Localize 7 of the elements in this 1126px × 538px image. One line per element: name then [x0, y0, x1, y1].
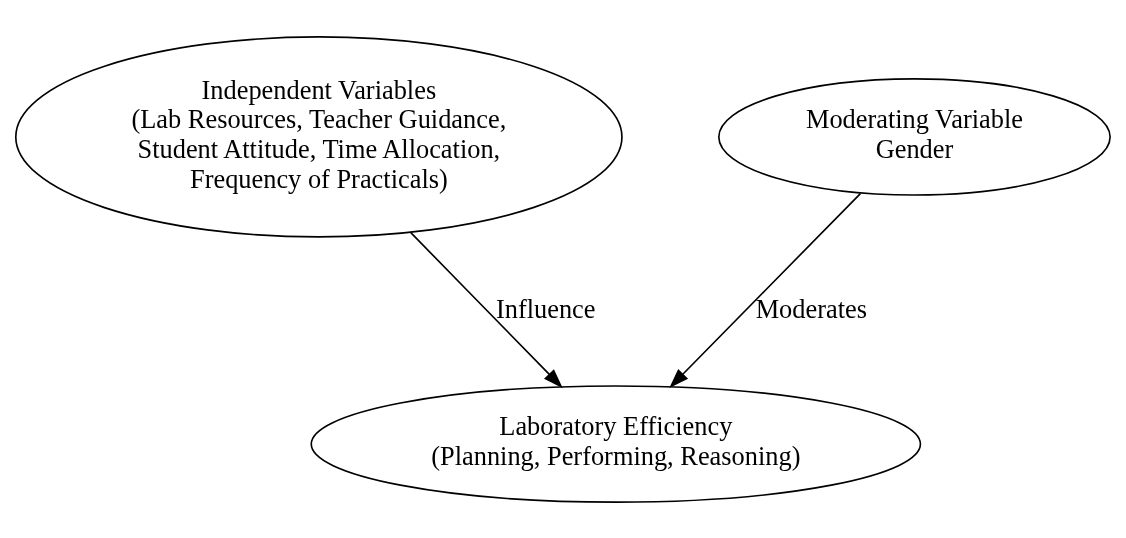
node-ellipse: Independent Variables (Lab Resources, Teacher Guidance, Student Attitude, Time Allocation, Frequency of Practicals)	[14, 35, 623, 238]
arrow	[409, 231, 563, 388]
edge-label: Influence	[495, 293, 596, 324]
edge-label: Moderates	[755, 293, 868, 324]
arrow	[669, 192, 862, 388]
node-ellipse: Laboratory Efficiency (Planning, Performing, Reasoning)	[310, 384, 922, 503]
node-ellipse: Moderating Variable Gender	[718, 77, 1111, 196]
